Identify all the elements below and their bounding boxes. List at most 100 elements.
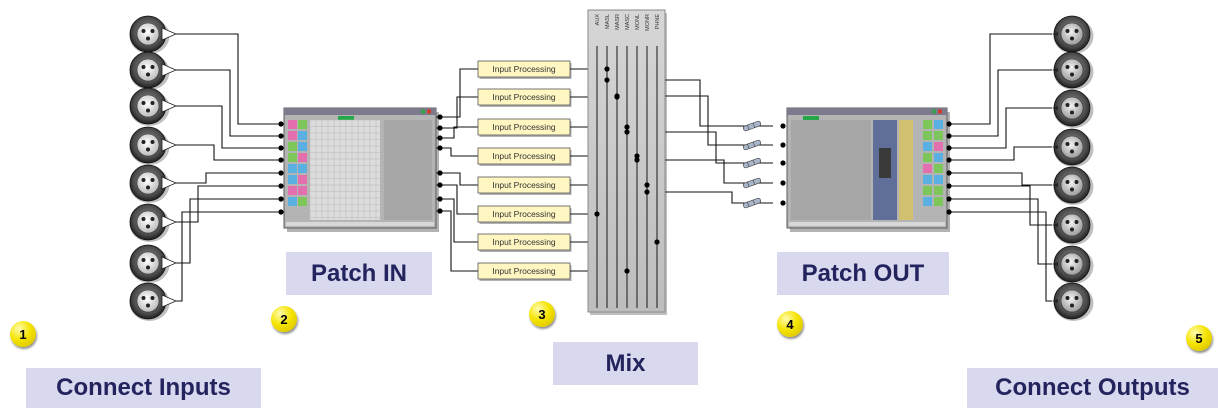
output-wire-7 <box>947 198 1052 265</box>
mix-bus-label-4: MASC <box>625 14 631 30</box>
connector-pin <box>1065 220 1070 224</box>
patch-in-port-6 <box>278 183 284 189</box>
connector-pin <box>146 224 150 229</box>
window-channel-chip <box>288 120 297 129</box>
connector-pin <box>141 178 146 182</box>
output-wire-5 <box>947 172 1052 186</box>
jack-body <box>742 120 762 132</box>
connector-pin <box>150 178 155 182</box>
connector-face <box>136 251 160 275</box>
window-meters <box>899 120 913 220</box>
connector-face <box>136 58 160 82</box>
xlr-male-connector-icon-2 <box>1052 51 1094 90</box>
window-channel-chip <box>298 175 307 184</box>
connector-pin <box>146 108 150 113</box>
window-channel-chip <box>934 197 943 206</box>
xlr-female-connector-icon-5 <box>129 164 178 203</box>
xlr-male-connector-icon-4 <box>1052 128 1094 167</box>
xlr-male-connector-icon-7 <box>1052 245 1094 284</box>
patch-out-port-3 <box>946 145 952 151</box>
step-badge-5: 5 <box>1186 325 1212 351</box>
input-wire-7 <box>166 198 281 264</box>
connector-pin <box>1074 220 1079 224</box>
window-matrix-dark <box>879 148 891 178</box>
patch-in-out-port-2 <box>437 125 443 131</box>
jack-ring <box>747 181 750 187</box>
connector-pin <box>141 101 146 105</box>
patch-out-port-1 <box>946 121 952 127</box>
jack-body <box>742 177 762 189</box>
window-channel-chip <box>923 175 932 184</box>
patch-out-label: Patch OUT <box>777 252 949 295</box>
connector-pin <box>150 296 155 300</box>
proc-input-wire-7 <box>436 198 478 243</box>
window-close <box>427 109 431 114</box>
jack-plug-icon-2 <box>742 139 762 151</box>
connector-face <box>1060 289 1084 313</box>
input-processing-box-3 <box>477 118 571 136</box>
window-channel-chip <box>923 164 932 173</box>
input-processing-box-5 <box>477 176 571 194</box>
connector-pin <box>1074 259 1079 263</box>
connector-pin <box>1065 29 1070 33</box>
jack-plug-icon-1 <box>742 120 762 132</box>
step-badge-2: 2 <box>271 306 297 332</box>
connector-face <box>1060 213 1084 237</box>
connector-face <box>1060 22 1084 46</box>
connector-tip <box>1052 32 1058 36</box>
xlr-male-connector-icon-6 <box>1052 206 1094 245</box>
xlr-female-connector-icon-1 <box>129 15 178 54</box>
window-channel-chip <box>298 153 307 162</box>
patch-in-out-port-4 <box>437 145 443 151</box>
mix-crosspoint-8 <box>624 268 630 274</box>
mix-bus-tap-3 <box>624 129 630 135</box>
xlr-female-connector-icon-4 <box>129 126 178 165</box>
input-processing-box-6 <box>477 205 571 223</box>
window-statusbar <box>286 222 434 226</box>
jack-body <box>742 197 762 209</box>
connector-tip <box>161 99 178 113</box>
jack-ring <box>747 161 750 167</box>
mix-crosspoint-3 <box>624 124 630 130</box>
window-channel-chip <box>934 175 943 184</box>
connector-tip <box>1052 223 1058 227</box>
connector-face <box>1060 58 1084 82</box>
patch-out-port-6 <box>946 183 952 189</box>
window-zoom <box>932 109 936 114</box>
connector-face <box>136 171 160 195</box>
connector-pin <box>1065 180 1070 184</box>
proc-input-wire-6 <box>436 184 478 215</box>
mix-bus-label-5: MONL <box>635 14 641 30</box>
mix-bus-label-7: PHNE <box>655 14 661 30</box>
input-processing-label-4: Input Processing <box>492 151 556 161</box>
mix-bus-label-1: AUX <box>595 14 601 26</box>
connector-face <box>136 133 160 157</box>
connector-pin <box>146 265 150 270</box>
window-titlebar <box>787 108 947 115</box>
connector-pin <box>1065 142 1070 146</box>
jack-body <box>742 157 762 169</box>
output-wire-6 <box>947 185 1052 226</box>
input-processing-label-1: Input Processing <box>492 64 556 74</box>
window-channel-chip <box>298 186 307 195</box>
connector-pin <box>141 296 146 300</box>
output-wire-4 <box>947 146 1052 161</box>
mix-crosspoint-1 <box>604 66 610 72</box>
mix-bus-tap-2 <box>614 93 620 99</box>
connector-pin <box>1074 296 1079 300</box>
patch-in-out-port-1 <box>437 114 443 120</box>
patch-out-port-2 <box>946 133 952 139</box>
patch-in-window <box>283 107 439 232</box>
connector-pin <box>141 140 146 144</box>
jack-plug-icon-3 <box>742 157 762 169</box>
connector-pin <box>1070 149 1074 154</box>
connector-pin <box>1070 72 1074 77</box>
window-zoom <box>421 109 425 114</box>
window-channel-chip <box>288 186 297 195</box>
connector-pin <box>1065 259 1070 263</box>
input-processing-label-7: Input Processing <box>492 237 556 247</box>
jack-ring <box>752 179 756 185</box>
connector-pin <box>1070 303 1074 308</box>
window-channel-chip <box>934 164 943 173</box>
